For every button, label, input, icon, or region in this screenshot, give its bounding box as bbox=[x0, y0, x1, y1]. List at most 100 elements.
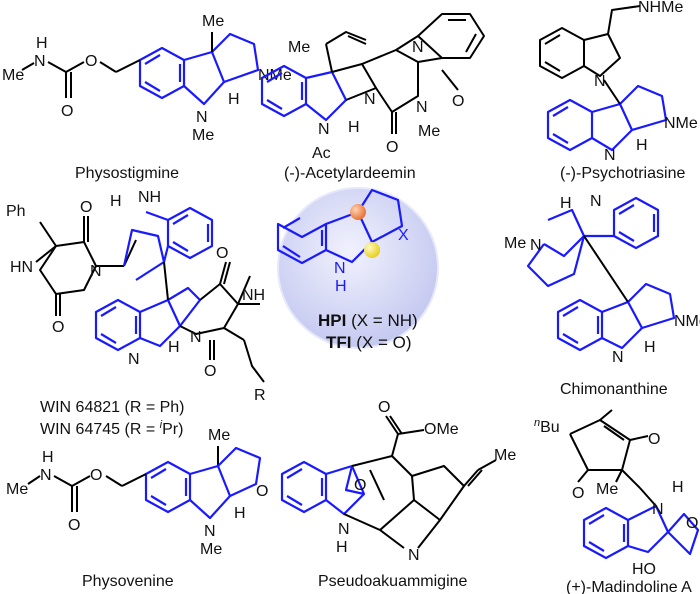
psychotriasine-atoms: NHMe N NMe N H bbox=[594, 0, 698, 164]
svg-text:N: N bbox=[128, 351, 140, 368]
svg-text:NH: NH bbox=[242, 287, 265, 304]
svg-text:N: N bbox=[590, 193, 602, 210]
madindoline-name: (+)-Madindoline A bbox=[566, 579, 692, 594]
svg-text:Me: Me bbox=[200, 541, 222, 558]
svg-text:N: N bbox=[364, 91, 376, 108]
svg-text:N: N bbox=[90, 263, 102, 280]
svg-text:O: O bbox=[68, 517, 80, 534]
svg-text:H: H bbox=[636, 137, 648, 154]
svg-text:H: H bbox=[348, 119, 360, 136]
svg-text:O: O bbox=[90, 467, 102, 484]
svg-text:N: N bbox=[416, 99, 428, 116]
physovenine-name: Physovenine bbox=[82, 573, 174, 590]
svg-text:Me: Me bbox=[2, 67, 24, 84]
svg-text:N: N bbox=[604, 147, 616, 164]
acetylardeemin-structure bbox=[260, 13, 485, 134]
svg-text:O: O bbox=[648, 431, 660, 448]
svg-text:H: H bbox=[336, 539, 348, 556]
svg-text:Ac: Ac bbox=[312, 145, 331, 162]
svg-text:O: O bbox=[686, 515, 698, 532]
svg-text:Me: Me bbox=[504, 235, 526, 252]
svg-text:N: N bbox=[408, 547, 420, 564]
acetylardeemin-atoms: Me N N N N O O Ac H Me bbox=[288, 39, 464, 162]
svg-text:N: N bbox=[530, 237, 542, 254]
acetylardeemin-name: (-)-Acetylardeemin bbox=[284, 165, 416, 182]
svg-text:Me: Me bbox=[288, 39, 310, 56]
svg-text:Me: Me bbox=[494, 447, 516, 464]
svg-text:O: O bbox=[80, 199, 92, 216]
core-orange-dot bbox=[350, 204, 366, 220]
svg-text:NHMe: NHMe bbox=[638, 0, 683, 16]
svg-text:Me: Me bbox=[192, 127, 214, 144]
svg-text:N: N bbox=[196, 109, 208, 126]
svg-text:N: N bbox=[34, 53, 46, 70]
svg-text:O: O bbox=[378, 399, 390, 416]
svg-text:OMe: OMe bbox=[424, 421, 459, 438]
svg-text:H: H bbox=[36, 35, 48, 52]
svg-text:H: H bbox=[234, 505, 246, 522]
svg-text:H: H bbox=[560, 195, 572, 212]
madindoline-bu-label: nBu bbox=[534, 417, 560, 436]
svg-text:H: H bbox=[228, 91, 240, 108]
svg-text:NMe: NMe bbox=[674, 313, 700, 330]
chimonanthine-structure bbox=[526, 196, 676, 352]
svg-text:O: O bbox=[204, 363, 216, 380]
svg-text:R: R bbox=[254, 387, 266, 404]
svg-text:H: H bbox=[672, 479, 684, 496]
svg-text:H: H bbox=[42, 449, 54, 466]
svg-text:N: N bbox=[594, 73, 606, 90]
svg-text:N: N bbox=[412, 39, 424, 56]
physostigmine-atoms: Me N H O O Me NMe N Me H bbox=[2, 13, 292, 144]
svg-text:NMe: NMe bbox=[258, 67, 292, 84]
chimonanthine-atoms: H N Me NMe N N H bbox=[504, 193, 700, 366]
svg-text:N: N bbox=[190, 329, 202, 346]
win64821-name: WIN 64821 (R = Ph) bbox=[40, 399, 185, 416]
svg-text:HN: HN bbox=[10, 259, 33, 276]
physovenine-atoms: Me N H O O Me O N Me H bbox=[6, 427, 268, 558]
svg-text:O: O bbox=[52, 319, 64, 336]
physostigmine-name: Physostigmine bbox=[75, 165, 179, 182]
physovenine-structure bbox=[27, 446, 262, 520]
svg-text:N: N bbox=[40, 467, 52, 484]
svg-text:N: N bbox=[652, 501, 664, 518]
pseudoakuammigine-name: Pseudoakuammigine bbox=[318, 573, 468, 590]
svg-text:O: O bbox=[354, 477, 366, 494]
psychotriasine-structure bbox=[539, 5, 668, 152]
svg-text:H: H bbox=[644, 339, 656, 356]
svg-text:N: N bbox=[612, 349, 624, 366]
svg-text:O: O bbox=[61, 103, 73, 120]
svg-text:Me: Me bbox=[202, 13, 224, 30]
pseudoakuammigine-structure bbox=[280, 415, 497, 549]
core-scaffold: X N H bbox=[276, 187, 439, 349]
svg-text:O: O bbox=[256, 483, 268, 500]
core-yellow-dot bbox=[364, 242, 380, 258]
svg-text:HO: HO bbox=[632, 561, 656, 578]
svg-text:H: H bbox=[110, 193, 122, 210]
svg-text:N: N bbox=[318, 121, 330, 138]
core-structure bbox=[276, 188, 404, 265]
svg-text:Me: Me bbox=[596, 481, 618, 498]
core-x-label: X bbox=[398, 227, 409, 244]
core-n-label: N bbox=[334, 260, 346, 277]
win-atoms: Ph O HN N O H NH O NH N H N O R bbox=[6, 189, 266, 404]
svg-text:NH: NH bbox=[138, 189, 161, 206]
madindoline-atoms: nBu O O Me N H O HO bbox=[534, 417, 698, 578]
psychotriasine-name: (-)-Psychotriasine bbox=[560, 165, 685, 182]
svg-text:O: O bbox=[386, 139, 398, 156]
core-h-label: H bbox=[335, 278, 347, 295]
physostigmine-structure bbox=[21, 32, 260, 106]
core-caption-tfi: TFI (X = O) bbox=[326, 333, 412, 352]
svg-text:O: O bbox=[572, 485, 584, 502]
svg-text:N: N bbox=[204, 523, 216, 540]
svg-text:H: H bbox=[168, 339, 180, 356]
svg-text:O: O bbox=[216, 245, 228, 262]
svg-text:Me: Me bbox=[418, 123, 440, 140]
svg-text:NMe: NMe bbox=[664, 115, 698, 132]
chimonanthine-name: Chimonanthine bbox=[560, 381, 668, 398]
madindoline-structure bbox=[569, 409, 700, 560]
core-caption-hpi: HPI (X = NH) bbox=[318, 311, 418, 330]
svg-text:O: O bbox=[452, 93, 464, 110]
svg-text:Ph: Ph bbox=[6, 203, 26, 220]
svg-text:Me: Me bbox=[6, 481, 28, 498]
